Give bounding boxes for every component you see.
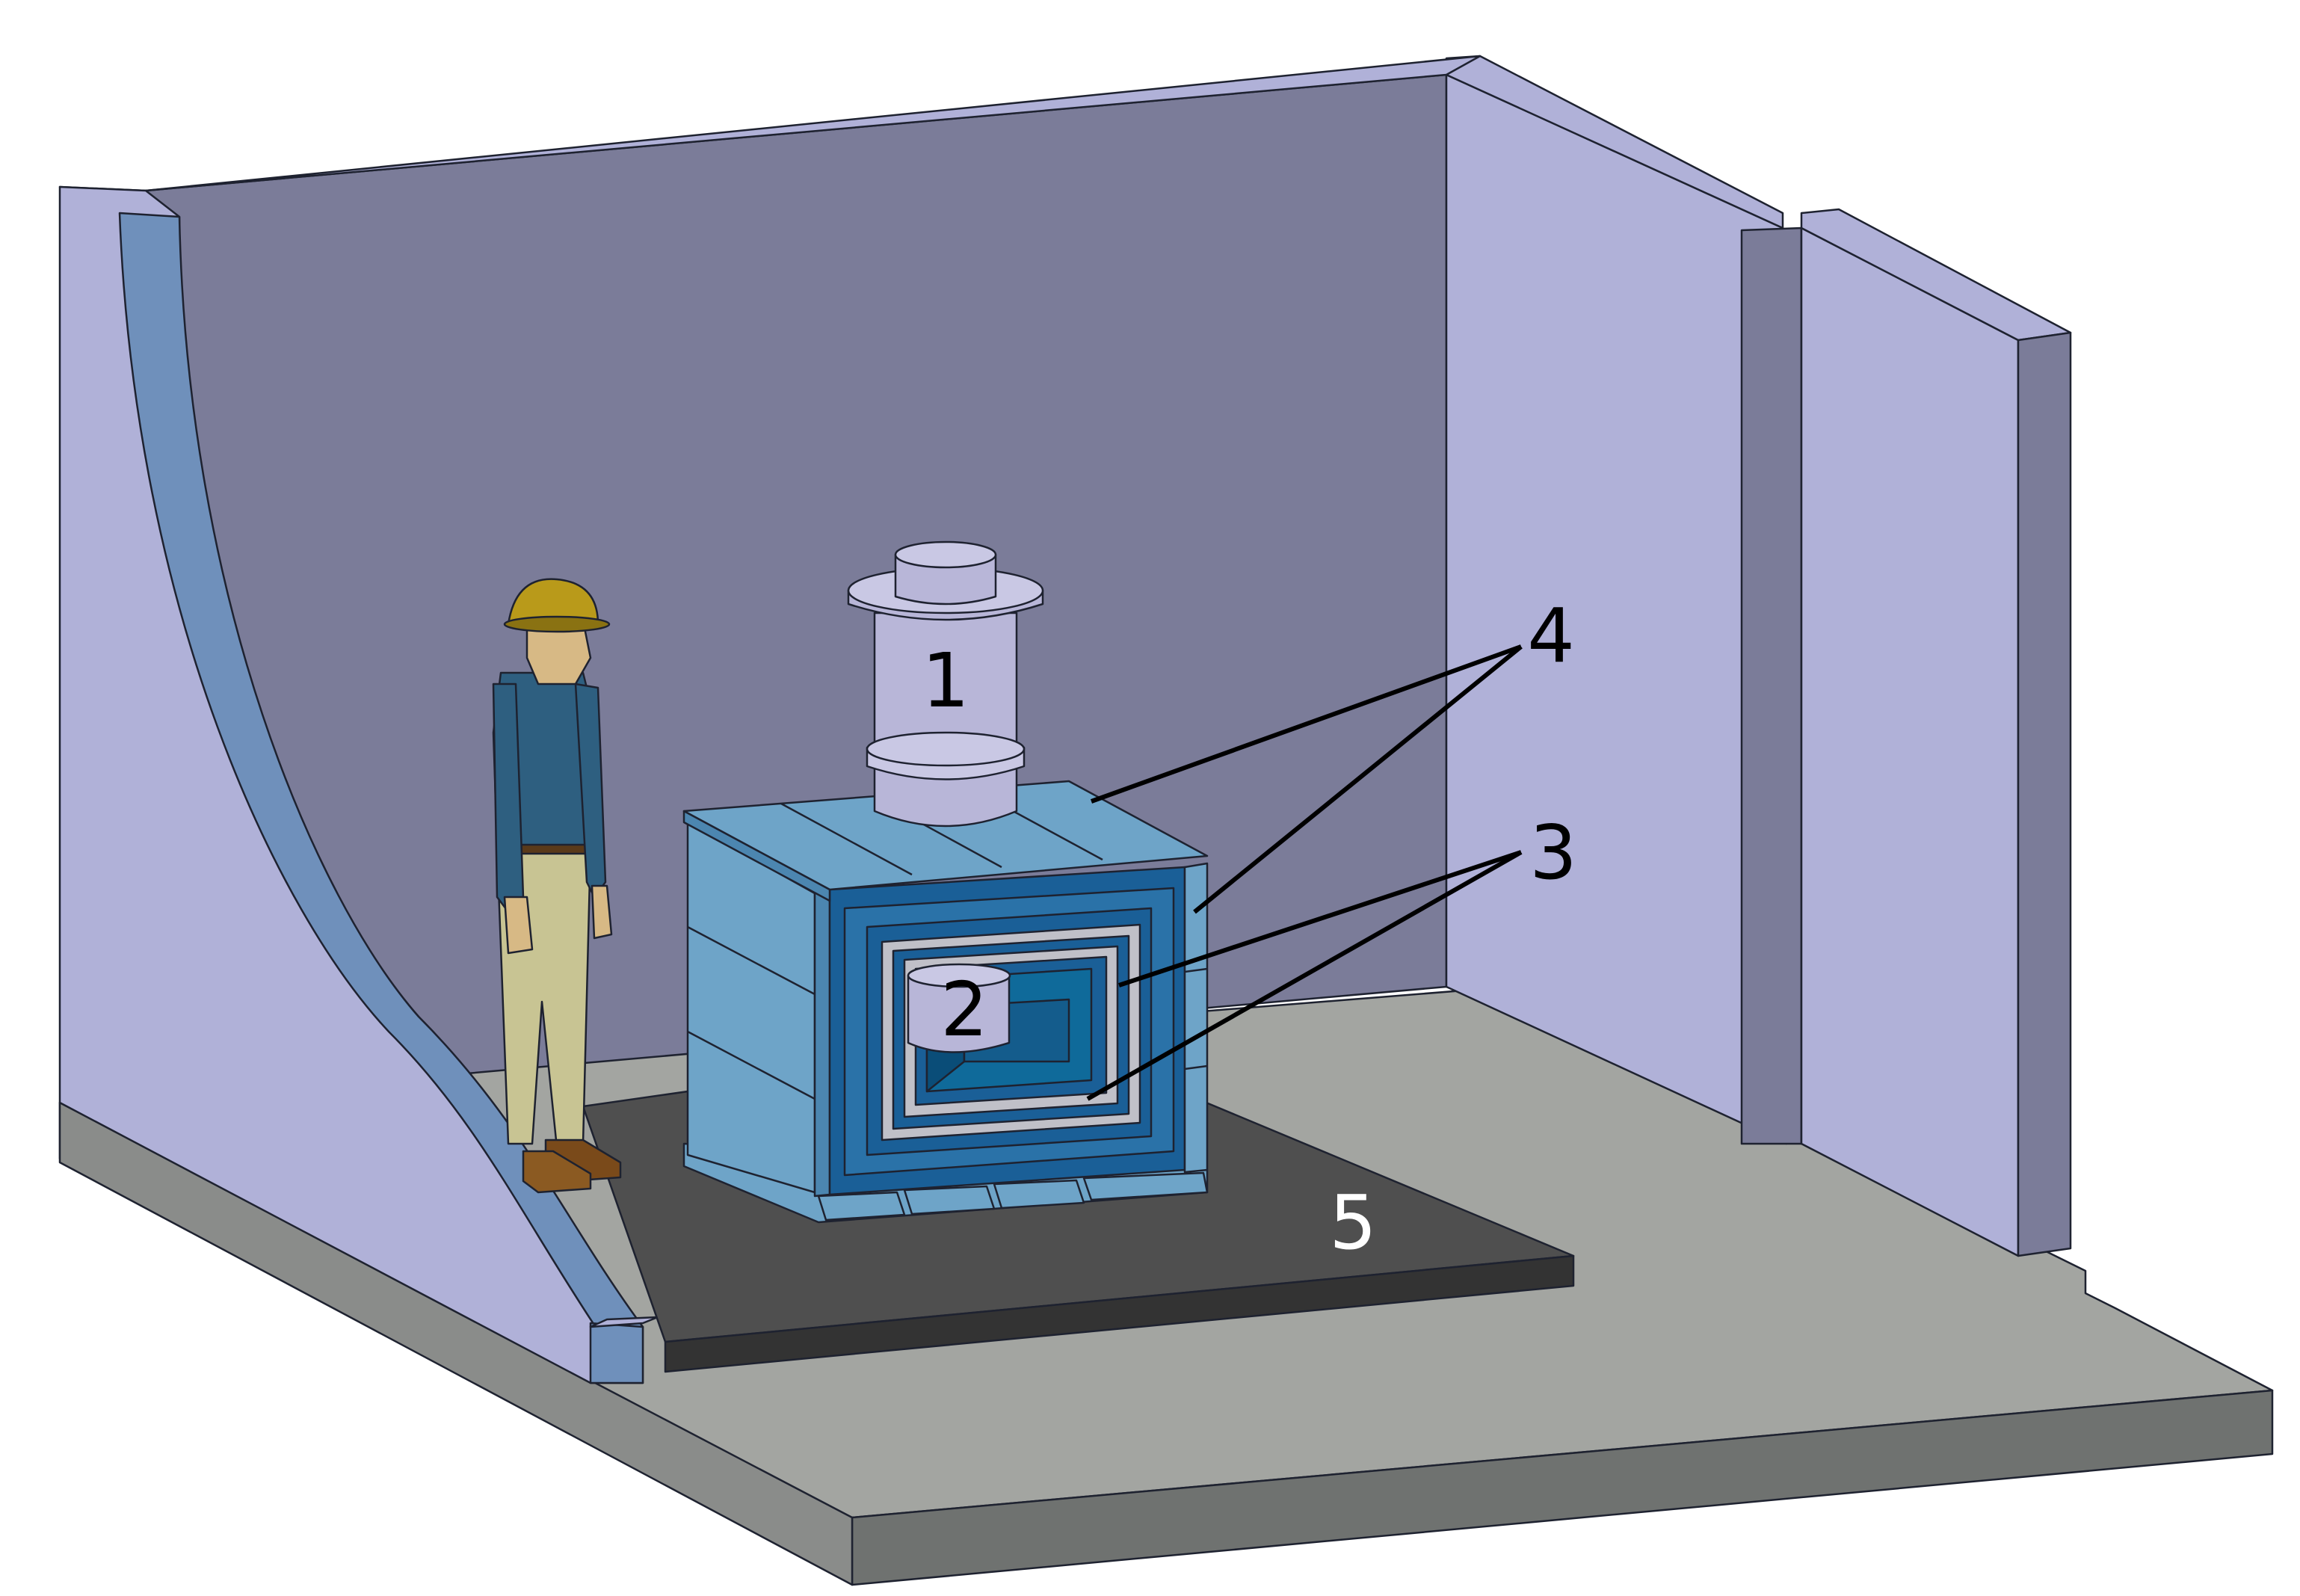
leader-4b xyxy=(1193,644,1523,914)
callout-4: 4 xyxy=(1527,592,1575,680)
callout-1: 1 xyxy=(922,637,969,724)
leader-lines xyxy=(1086,644,1523,1101)
inner-detector-cylinder xyxy=(907,963,1011,1053)
callout-3: 3 xyxy=(1529,809,1577,896)
leader-3b xyxy=(1086,850,1523,1101)
leader-3a xyxy=(1118,850,1522,988)
top-detector-cylinder xyxy=(847,540,1044,828)
leader-4a xyxy=(1090,644,1523,804)
shielding-enclosure xyxy=(682,780,1209,1224)
right-wall xyxy=(1445,55,2072,1257)
callout-2: 2 xyxy=(940,966,988,1053)
human-figure xyxy=(492,578,622,1194)
callout-5: 5 xyxy=(1329,1179,1377,1266)
left-wall xyxy=(58,55,1482,1384)
